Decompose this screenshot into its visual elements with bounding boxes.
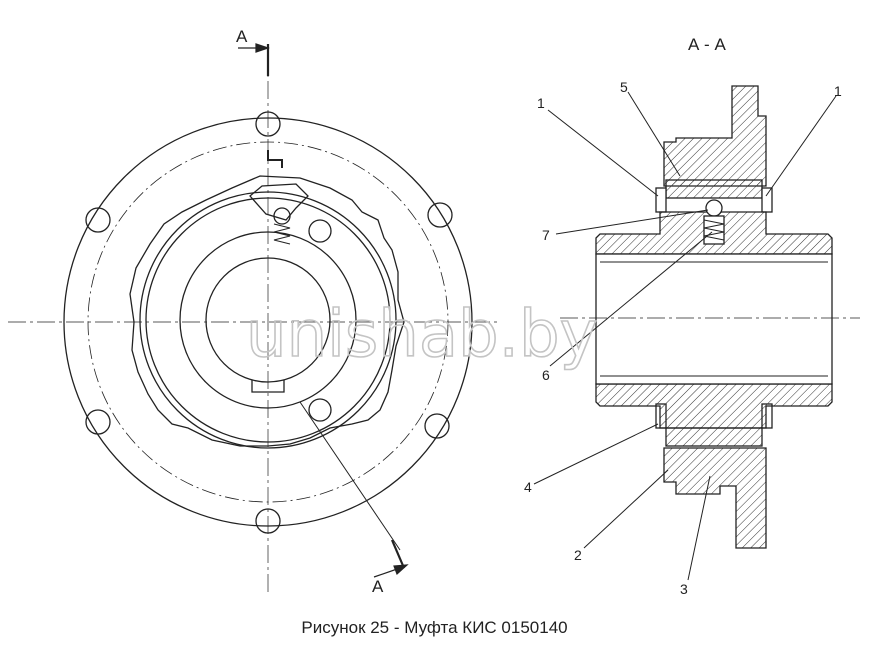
bolt-holes	[85, 111, 453, 534]
pawl-spring	[273, 223, 291, 245]
flange-lower	[663, 447, 767, 549]
callout-7: 7	[542, 227, 550, 243]
detent-ball	[705, 199, 723, 217]
leader-lines	[533, 91, 837, 581]
callout-4: 4	[524, 479, 532, 495]
section-mark-bottom: А	[372, 577, 384, 596]
hub-bore	[595, 253, 833, 385]
bolt-hole	[427, 202, 453, 228]
watermark: unishab.by	[246, 298, 598, 372]
pawl-ball	[273, 207, 291, 225]
callout-6: 6	[542, 367, 550, 383]
bolt-hole	[85, 207, 111, 233]
keyway	[251, 380, 285, 393]
bolt-hole	[308, 398, 332, 422]
section-arrows	[238, 43, 409, 578]
front-view	[8, 44, 498, 592]
leader-1-right	[765, 95, 837, 197]
leader-3	[687, 475, 711, 581]
callout-3: 3	[680, 581, 688, 597]
callout-1-left: 1	[537, 95, 545, 111]
leader-2	[583, 469, 669, 549]
section-title: А - А	[688, 35, 726, 54]
section-view	[595, 85, 833, 549]
bushing-upper	[665, 179, 763, 199]
leader-1-left	[547, 109, 659, 197]
section-cut-bottom	[390, 539, 406, 569]
figure-caption: Рисунок 25 - Муфта КИС 0150140	[301, 618, 568, 637]
flange-upper	[663, 85, 767, 187]
hub-lower-wall	[595, 383, 833, 429]
bolt-hole	[308, 219, 332, 243]
bolt-hole	[424, 413, 450, 439]
leader-6	[549, 231, 713, 367]
leader-5	[627, 91, 681, 177]
callout-2: 2	[574, 547, 582, 563]
bolt-hole	[85, 409, 111, 435]
ratchet-ring	[129, 175, 405, 447]
leader-4	[533, 423, 659, 485]
detent-spring	[703, 219, 725, 241]
bushing-lower	[665, 427, 763, 447]
section-arrow-top-head	[255, 43, 270, 53]
callout-5: 5	[620, 79, 628, 95]
callout-1-right: 1	[834, 83, 842, 99]
section-mark-top: А	[236, 27, 248, 46]
leader-7	[555, 209, 709, 235]
ring-upper-right	[761, 187, 773, 213]
section-arrow-bottom-head	[393, 564, 409, 576]
section-cut-diagonal	[299, 401, 401, 551]
ring-upper-left	[655, 187, 667, 213]
section-step-mark	[267, 150, 283, 168]
